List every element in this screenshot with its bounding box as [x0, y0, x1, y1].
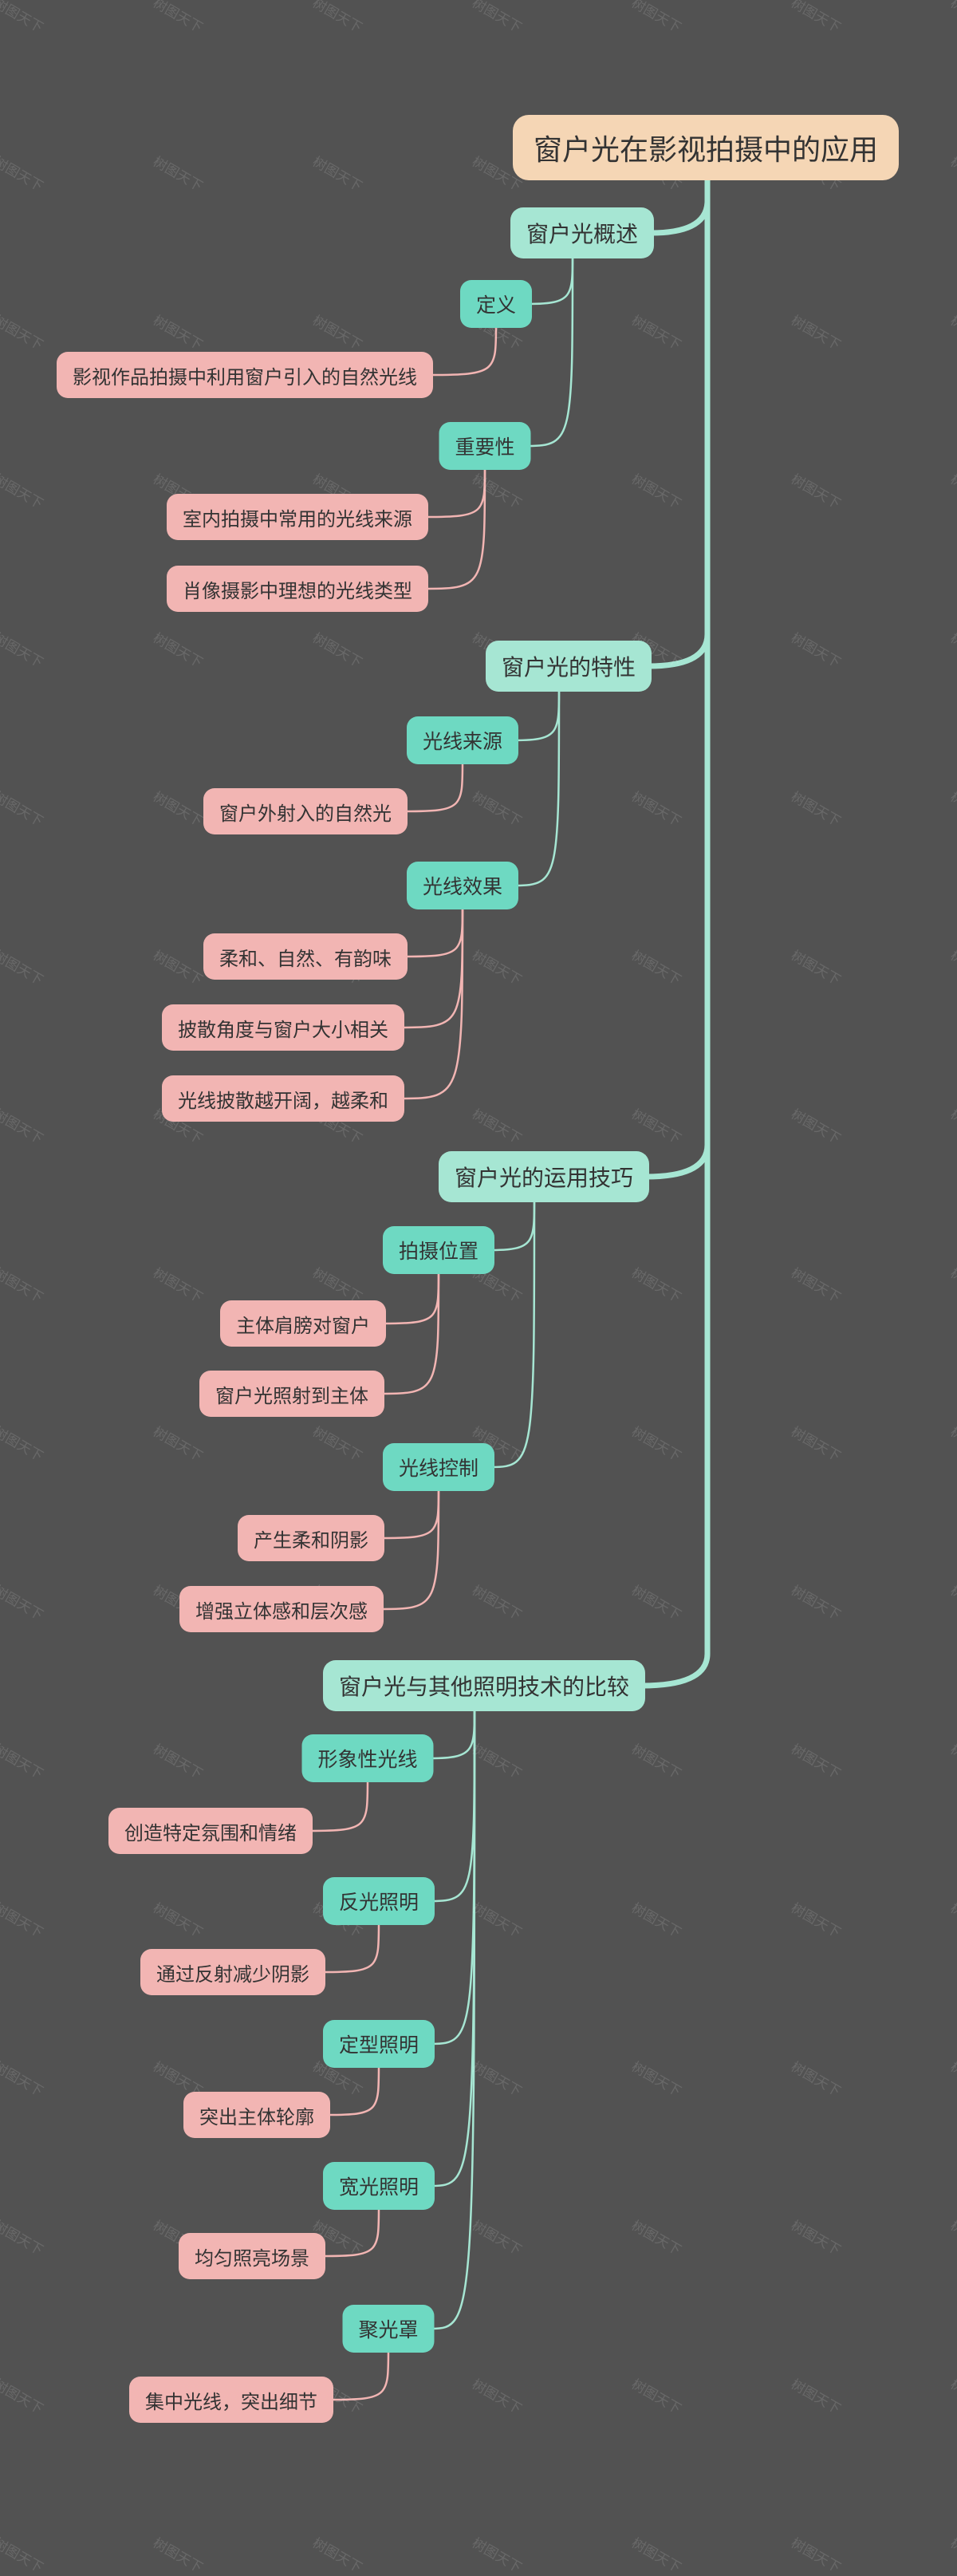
leaf-line — [428, 323, 498, 377]
leaf-node[interactable]: 均匀照亮场景 — [179, 2233, 325, 2279]
leaf-node[interactable]: 创造特定氛围和情绪 — [108, 1808, 313, 1854]
leaf-line — [403, 759, 464, 813]
leaf-line — [308, 1777, 369, 1832]
subtopic-node[interactable]: 定义 — [459, 280, 533, 328]
subtopic-node[interactable]: 光线来源 — [406, 716, 519, 764]
leaf-line — [329, 2348, 390, 2401]
subtopic-node[interactable]: 重要性 — [439, 422, 531, 470]
leaf-line — [423, 465, 486, 590]
trunk-line — [639, 174, 711, 1689]
branch-line — [430, 1706, 476, 2187]
branch-line — [430, 1706, 476, 2330]
trunk-line — [648, 174, 711, 236]
leaf-node[interactable]: 窗户外射入的自然光 — [203, 788, 408, 834]
leaf-node[interactable]: 肖像摄影中理想的光线类型 — [167, 566, 428, 612]
leaf-line — [381, 1269, 440, 1325]
branch-line — [490, 1197, 536, 1252]
topic-node[interactable]: 窗户光的运用技巧 — [438, 1151, 650, 1202]
leaf-line — [403, 905, 464, 958]
leaf-line — [400, 905, 464, 1100]
topic-node[interactable]: 窗户光的特性 — [485, 641, 652, 692]
subtopic-node[interactable]: 形象性光线 — [301, 1734, 434, 1782]
subtopic-node[interactable]: 定型照明 — [322, 2020, 435, 2068]
leaf-line — [321, 2205, 380, 2258]
leaf-node[interactable]: 披散角度与窗户大小相关 — [162, 1004, 404, 1051]
branch-line — [514, 687, 561, 887]
branch-line — [527, 254, 574, 306]
leaf-node[interactable]: 通过反射减少阴影 — [140, 1949, 325, 1995]
leaf-node[interactable]: 产生柔和阴影 — [238, 1515, 384, 1561]
leaf-line — [321, 1920, 380, 1974]
subtopic-node[interactable]: 宽光照明 — [322, 2162, 435, 2210]
trunk-line — [643, 174, 711, 1180]
leaf-node[interactable]: 柔和、自然、有韵味 — [203, 933, 408, 980]
leaf-line — [325, 2063, 380, 2116]
leaf-node[interactable]: 光线披散越开阔，越柔和 — [162, 1075, 404, 1122]
leaf-node[interactable]: 室内拍摄中常用的光线来源 — [167, 494, 428, 540]
leaf-line — [423, 465, 486, 519]
leaf-line — [380, 1269, 440, 1395]
subtopic-node[interactable]: 光线控制 — [382, 1443, 495, 1491]
leaf-node[interactable]: 影视作品拍摄中利用窗户引入的自然光线 — [57, 352, 433, 398]
leaf-line — [380, 1486, 440, 1540]
leaf-node[interactable]: 增强立体感和层次感 — [179, 1586, 384, 1632]
branch-line — [514, 687, 561, 742]
subtopic-node[interactable]: 拍摄位置 — [382, 1226, 495, 1274]
leaf-line — [379, 1486, 440, 1611]
topic-node[interactable]: 窗户光概述 — [510, 207, 655, 258]
subtopic-node[interactable]: 反光照明 — [322, 1877, 435, 1925]
subtopic-node[interactable]: 光线效果 — [406, 862, 519, 909]
branch-line — [526, 254, 574, 448]
branch-line — [430, 1706, 476, 1903]
subtopic-node[interactable]: 聚光罩 — [342, 2305, 435, 2353]
root-node[interactable]: 窗户光在影视拍摄中的应用 — [512, 115, 900, 180]
leaf-node[interactable]: 窗户光照射到主体 — [199, 1371, 384, 1417]
leaf-node[interactable]: 突出主体轮廓 — [183, 2092, 330, 2138]
leaf-line — [400, 905, 464, 1029]
branch-line — [490, 1197, 536, 1469]
leaf-node[interactable]: 主体肩膀对窗户 — [220, 1300, 386, 1347]
topic-node[interactable]: 窗户光与其他照明技术的比较 — [322, 1660, 646, 1711]
trunk-line — [645, 174, 711, 669]
leaf-node[interactable]: 集中光线，突出细节 — [129, 2377, 333, 2423]
branch-line — [429, 1706, 476, 1760]
